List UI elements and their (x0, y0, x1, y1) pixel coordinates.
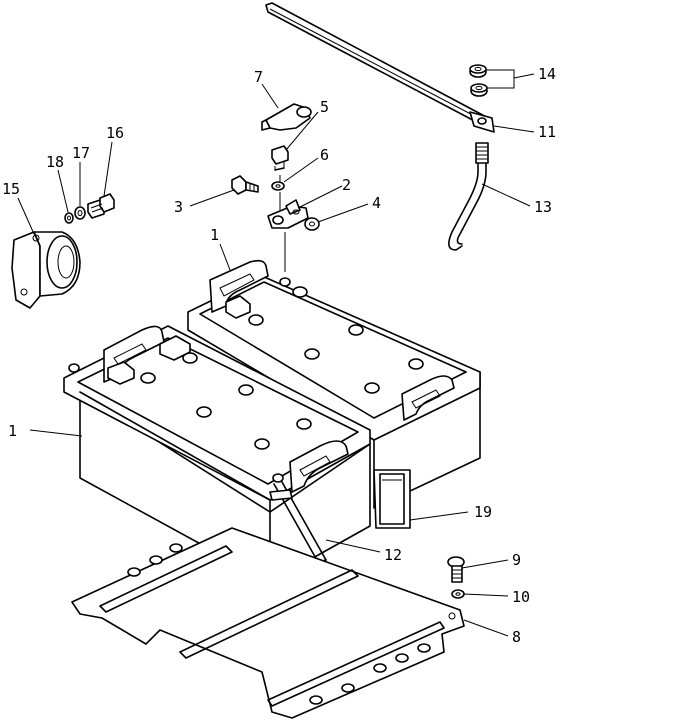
callout-1-front: 1 (8, 422, 17, 440)
callout-4: 4 (372, 194, 381, 212)
callout-7: 7 (254, 68, 263, 86)
callout-11: 11 (538, 123, 556, 141)
battery-relay (11, 231, 81, 309)
callout-10: 10 (512, 588, 530, 606)
callout-12: 12 (384, 546, 402, 564)
callout-6: 6 (320, 146, 329, 164)
hold-down-bar (265, 2, 495, 133)
callout-3: 3 (174, 198, 183, 216)
callout-1-rear: 1 (210, 226, 219, 244)
nut-4 (304, 217, 320, 231)
callout-18: 18 (46, 153, 64, 171)
battery-tray (71, 527, 465, 719)
j-bolt (448, 142, 489, 251)
battery-rear (187, 259, 481, 509)
terminal-clamp (267, 199, 309, 229)
hold-rod (269, 481, 327, 563)
terminal-bolt (271, 145, 289, 171)
callout-19: 19 (474, 503, 492, 521)
callout-9: 9 (512, 551, 521, 569)
callout-8: 8 (512, 628, 521, 646)
nuts (469, 64, 488, 97)
callout-13: 13 (534, 198, 552, 216)
callout-numbers: 1 1 2 3 4 5 6 7 8 9 10 11 12 13 14 15 16… (2, 65, 556, 646)
callout-15: 15 (2, 180, 20, 198)
bolt-9 (447, 556, 465, 583)
terminal-cover (261, 103, 312, 131)
battery-front (63, 325, 371, 583)
small-bolt-washers (64, 193, 115, 224)
insulator-plate (373, 469, 411, 529)
callout-17: 17 (72, 144, 90, 162)
bolt-3 (231, 175, 259, 195)
callout-2: 2 (342, 176, 351, 194)
callout-16: 16 (106, 124, 124, 142)
washer-10 (451, 589, 465, 599)
leader-lines (17, 69, 535, 637)
callout-5: 5 (320, 98, 329, 116)
washer-6 (271, 181, 285, 191)
callout-14: 14 (538, 65, 556, 83)
